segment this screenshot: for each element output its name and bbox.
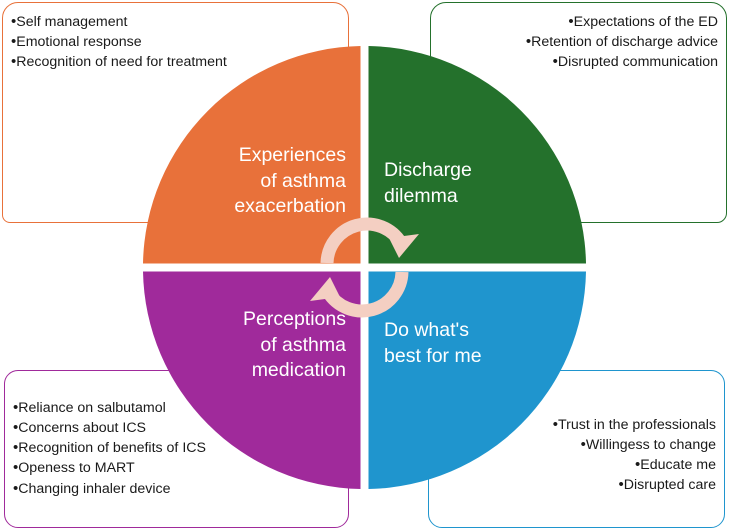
bullet-icon: • [618, 476, 624, 494]
bullet-icon: • [11, 33, 17, 51]
list-item: •Changing inhaler device [13, 479, 340, 499]
list-item: •Willingess to change [437, 435, 716, 455]
list-item-label: Concerns about ICS [18, 420, 147, 437]
bullet-icon: • [11, 53, 17, 71]
quadrant-bottom-right[interactable] [368, 271, 587, 490]
quadrant-top-right[interactable] [368, 46, 587, 264]
list-item-label: Emotional response [16, 34, 142, 51]
list-item: •Recognition of need for treatment [11, 52, 340, 72]
bullet-icon: • [13, 439, 19, 457]
list-item-label: Reliance on salbutamol [18, 400, 166, 416]
callout-list-bottom-right: •Trust in the professionals •Willingess … [437, 415, 716, 496]
bullet-icon: • [552, 416, 559, 433]
list-item-label: Disrupted care [623, 477, 716, 494]
callout-list-top-right: •Expectations of the ED •Retention of di… [439, 12, 718, 72]
list-item-label: Retention of discharge advice [531, 34, 718, 51]
bullet-icon: • [13, 459, 19, 477]
list-item: •Expectations of the ED [439, 12, 718, 32]
list-item-label: Disrupted communication [557, 54, 718, 71]
list-item-label: Self management [16, 14, 128, 30]
callout-list-top-left: •Self management •Emotional response •Re… [11, 12, 340, 72]
callout-list-bottom-left: •Reliance on salbutamol •Concerns about … [13, 398, 340, 499]
list-item-label: Educate me [640, 457, 716, 474]
bullet-icon: • [525, 33, 532, 51]
bullet-icon: • [11, 13, 17, 30]
list-item: •Openess to MART [13, 458, 340, 478]
bullet-icon: • [13, 479, 19, 497]
bullet-icon: • [552, 53, 558, 71]
quadrant-wheel [143, 46, 586, 489]
list-item-label: Changing inhaler device [18, 480, 171, 497]
list-item: •Trust in the professionals [437, 415, 716, 435]
bullet-icon: • [13, 399, 19, 416]
bullet-icon: • [580, 436, 586, 454]
list-item: •Self management [11, 12, 340, 32]
list-item: •Emotional response [11, 32, 340, 52]
bullet-icon: • [568, 13, 574, 30]
list-item: •Concerns about ICS [13, 418, 340, 438]
list-item-label: Trust in the professionals [558, 417, 716, 433]
list-item: •Educate me [437, 455, 716, 475]
list-item: •Retention of discharge advice [439, 32, 718, 52]
list-item-label: Openess to MART [18, 460, 135, 477]
list-item-label: Recognition of need for treatment [16, 54, 227, 71]
list-item: •Reliance on salbutamol [13, 398, 340, 418]
list-item: •Disrupted communication [439, 52, 718, 72]
quadrant-top-left[interactable] [143, 46, 361, 268]
list-item-label: Willingess to change [585, 437, 716, 454]
list-item: •Recognition of benefits of ICS [13, 438, 340, 458]
list-item-label: Expectations of the ED [573, 14, 718, 30]
list-item: •Disrupted care [437, 475, 716, 495]
callout-box-do-whats-best-for-me: •Trust in the professionals •Willingess … [428, 370, 725, 528]
quadrant-bottom-left[interactable] [143, 271, 361, 490]
bullet-icon: • [13, 419, 19, 437]
list-item-label: Recognition of benefits of ICS [18, 440, 206, 457]
bullet-icon: • [635, 456, 641, 474]
